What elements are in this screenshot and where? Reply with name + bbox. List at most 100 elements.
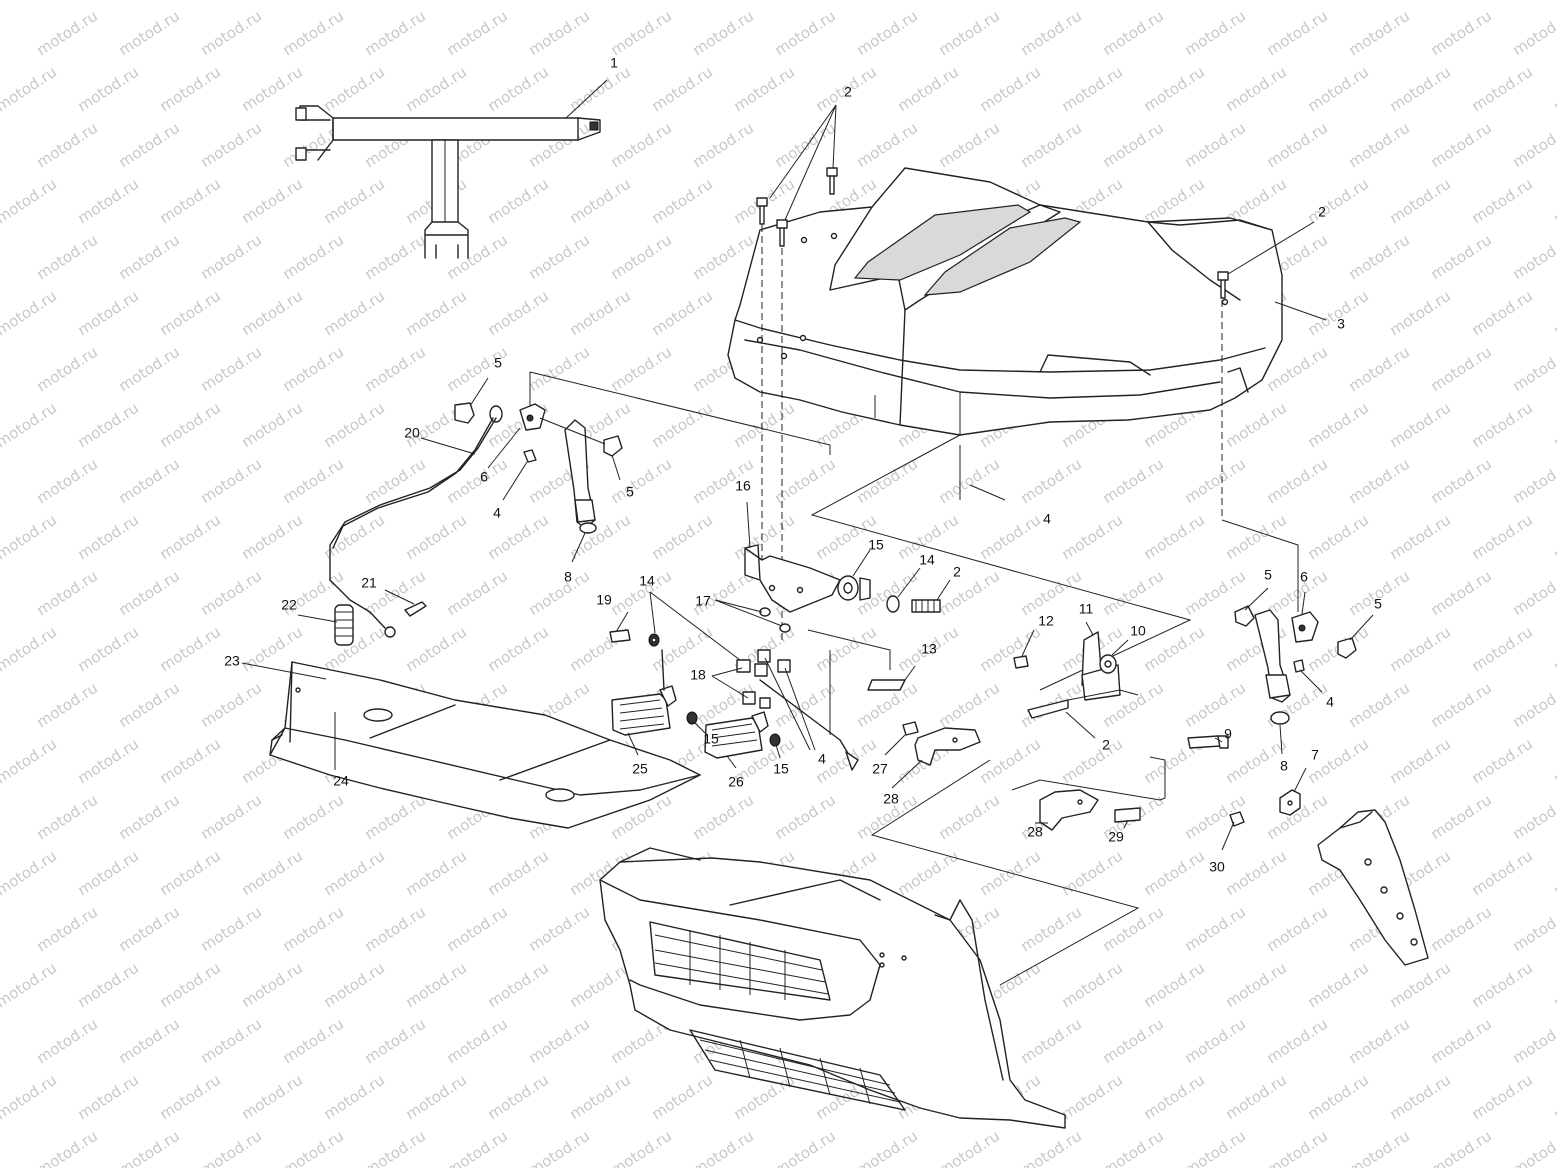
watermark-text: motod.ru — [115, 455, 183, 508]
watermark-text: motod.ru — [689, 1127, 757, 1168]
watermark-text: motod.ru — [1181, 1127, 1249, 1168]
callout-8: 8 — [1280, 758, 1288, 774]
watermark-text: motod.ru — [1550, 847, 1557, 900]
watermark-text: motod.ru — [1386, 63, 1454, 116]
watermark-text: motod.ru — [1181, 679, 1249, 732]
callout-21: 21 — [361, 575, 377, 591]
watermark-text: motod.ru — [1509, 231, 1557, 284]
watermark-text: motod.ru — [1140, 623, 1208, 676]
watermark-text: motod.ru — [1140, 511, 1208, 564]
watermark-text: motod.ru — [279, 1015, 347, 1068]
watermark-text: motod.ru — [1058, 63, 1126, 116]
watermark-text: motod.ru — [1550, 0, 1557, 3]
watermark-text: motod.ru — [1140, 1071, 1208, 1124]
watermark-text: motod.ru — [1017, 7, 1085, 60]
watermark-text: motod.ru — [1222, 399, 1290, 452]
watermark-text: motod.ru — [853, 1127, 921, 1168]
watermark-text: motod.ru — [197, 7, 265, 60]
watermark-text: motod.ru — [771, 119, 839, 172]
watermark-text: motod.ru — [1222, 1071, 1290, 1124]
hood — [727, 167, 1283, 436]
watermark-text: motod.ru — [1263, 455, 1331, 508]
watermark-text: motod.ru — [361, 343, 429, 396]
hood-hinges — [902, 631, 1229, 831]
callout-14: 14 — [919, 552, 935, 568]
watermark-text: motod.ru — [74, 287, 142, 340]
watermark-text: motod.ru — [156, 847, 224, 900]
watermark-text: motod.ru — [197, 119, 265, 172]
callout-15: 15 — [773, 761, 789, 777]
watermark-text: motod.ru — [1222, 63, 1290, 116]
watermark-text: motod.ru — [1017, 455, 1085, 508]
watermark-text: motod.ru — [0, 511, 60, 564]
watermark-text: motod.ru — [156, 175, 224, 228]
watermark-text: motod.ru — [115, 567, 183, 620]
watermark-text: motod.ru — [115, 343, 183, 396]
watermark-text: motod.ru — [1140, 63, 1208, 116]
watermark-text: motod.ru — [894, 63, 962, 116]
watermark-text: motod.ru — [525, 343, 593, 396]
watermark-text: motod.ru — [1222, 959, 1290, 1012]
watermark-text: motod.ru — [1427, 1015, 1495, 1068]
watermark-text: motod.ru — [115, 119, 183, 172]
watermark-text: motod.ru — [1386, 287, 1454, 340]
watermark-text: motod.ru — [1468, 287, 1536, 340]
watermark-text: motod.ru — [1386, 175, 1454, 228]
watermark-text: motod.ru — [443, 1015, 511, 1068]
watermark-text: motod.ru — [1345, 119, 1413, 172]
watermark-text: motod.ru — [279, 343, 347, 396]
watermark-text: motod.ru — [238, 175, 306, 228]
callout-23: 23 — [224, 653, 240, 669]
watermark-text: motod.ru — [0, 959, 60, 1012]
callout-20: 20 — [404, 425, 420, 441]
callout-5: 5 — [626, 484, 634, 500]
watermark-text: motod.ru — [1304, 959, 1372, 1012]
watermark-text: motod.ru — [1304, 1071, 1372, 1124]
watermark-text: motod.ru — [320, 399, 388, 452]
floor-outline — [870, 759, 1140, 986]
watermark-text: motod.ru — [935, 1127, 1003, 1168]
watermark-text: motod.ru — [320, 623, 388, 676]
watermark-text: motod.ru — [0, 847, 60, 900]
callout-12: 12 — [1038, 613, 1054, 629]
watermark-text: motod.ru — [402, 1071, 470, 1124]
watermark-text: motod.ru — [197, 679, 265, 732]
watermark-text: motod.ru — [156, 623, 224, 676]
watermark-text: motod.ru — [156, 1071, 224, 1124]
watermark-text: motod.ru — [689, 231, 757, 284]
callout-27: 27 — [872, 761, 888, 777]
watermark-text: motod.ru — [1468, 735, 1536, 788]
watermark-text: motod.ru — [525, 567, 593, 620]
watermark-text: motod.ru — [33, 1127, 101, 1168]
watermark-text: motod.ru — [1427, 343, 1495, 396]
watermark-text: motod.ru — [1550, 287, 1557, 340]
watermark-text: motod.ru — [935, 119, 1003, 172]
watermark-text: motod.ru — [1468, 1071, 1536, 1124]
watermark-text: motod.ru — [1468, 0, 1536, 3]
callout-1: 1 — [610, 55, 618, 71]
watermark-text: motod.ru — [771, 7, 839, 60]
watermark-text: motod.ru — [1304, 399, 1372, 452]
watermark-text: motod.ru — [1263, 903, 1331, 956]
watermark-text: motod.ru — [320, 847, 388, 900]
watermark-text: motod.ru — [238, 1071, 306, 1124]
watermark-text: motod.ru — [1058, 1071, 1126, 1124]
callout-6: 6 — [1300, 569, 1308, 585]
watermark-text: motod.ru — [402, 623, 470, 676]
watermark-text: motod.ru — [1509, 903, 1557, 956]
callout-30: 30 — [1209, 859, 1225, 875]
nose-grille — [599, 847, 1066, 1129]
watermark-text: motod.ru — [320, 1071, 388, 1124]
watermark-text: motod.ru — [1427, 119, 1495, 172]
watermark-text: motod.ru — [1140, 847, 1208, 900]
watermark-text: motod.ru — [115, 903, 183, 956]
watermark-text: motod.ru — [812, 0, 880, 3]
callout-8: 8 — [564, 569, 572, 585]
watermark-text: motod.ru — [1304, 63, 1372, 116]
callout-28: 28 — [1027, 824, 1043, 840]
watermark-text: motod.ru — [1386, 0, 1454, 3]
watermark-text: motod.ru — [976, 511, 1044, 564]
watermark-text: motod.ru — [607, 231, 675, 284]
watermark-text: motod.ru — [1427, 791, 1495, 844]
watermark-text: motod.ru — [197, 903, 265, 956]
